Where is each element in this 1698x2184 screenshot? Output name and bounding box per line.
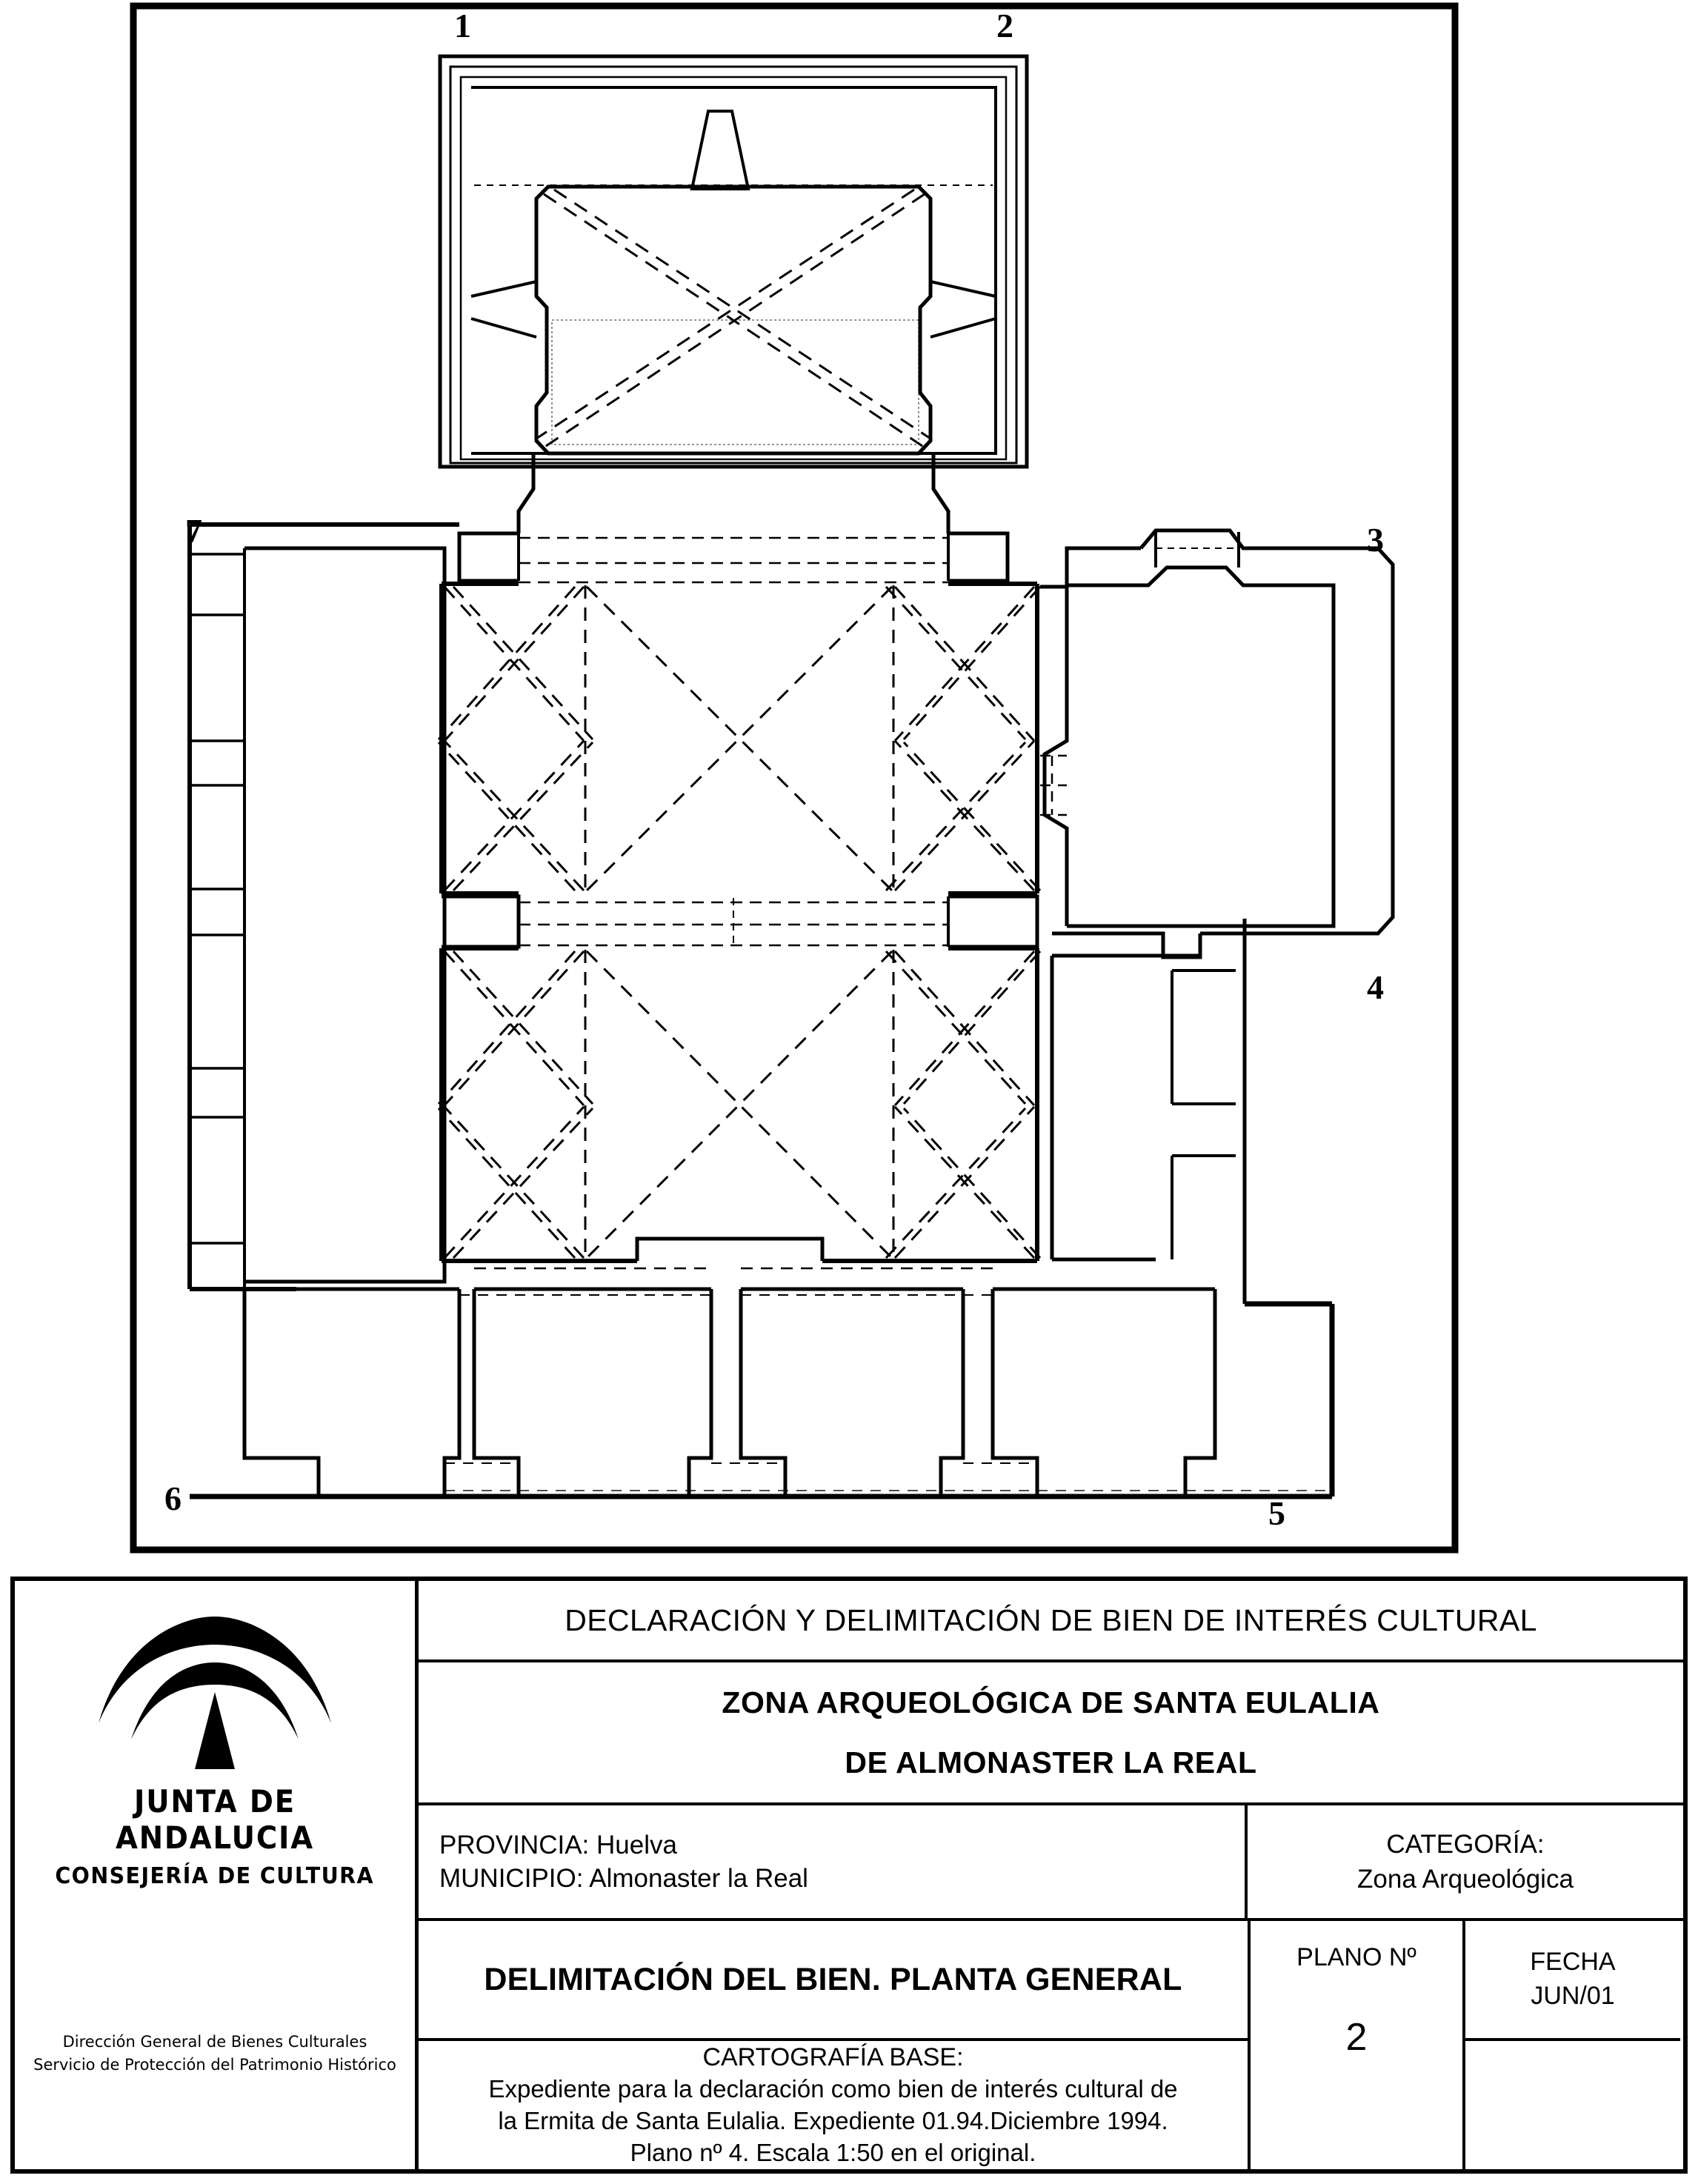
title-block-fields: DECLARACIÓN Y DELIMITACIÓN DE BIEN DE IN…: [419, 1581, 1683, 2169]
drawing-title-cell: DELIMITACIÓN DEL BIEN. PLANTA GENERAL: [419, 1921, 1248, 2042]
department-name: CONSEJERÍA DE CULTURA: [55, 1863, 375, 1889]
vertex-label-1: 1: [454, 7, 471, 44]
fecha-cell: FECHA JUN/01: [1465, 1921, 1680, 2042]
empty-signature-cell: [1465, 2041, 1680, 2169]
vertex-label-7: 7: [185, 512, 202, 550]
drawing-title-text: DELIMITACIÓN DEL BIEN. PLANTA GENERAL: [484, 1961, 1182, 1997]
plano-number: 2: [1345, 2016, 1368, 2060]
plano-label: PLANO Nº: [1296, 1943, 1416, 1972]
location-cell: PROVINCIA: Huelva MUNICIPIO: Almonaster …: [419, 1805, 1248, 1919]
sub-department-line-1: Dirección General de Bienes Culturales: [62, 2033, 367, 2051]
plan-vector-graphic: [130, 2, 1459, 1554]
plano-fecha-columns: PLANO Nº 2 FECHA JUN/01: [1248, 1921, 1683, 2169]
categoria-value: Zona Arqueológica: [1357, 1865, 1574, 1894]
location-row: PROVINCIA: Huelva MUNICIPIO: Almonaster …: [419, 1805, 1683, 1922]
plano-number-cell: PLANO Nº 2: [1248, 1921, 1465, 2169]
vertex-label-4: 4: [1367, 968, 1384, 1006]
sub-department-lines: Dirección General de Bienes Culturales S…: [15, 2031, 415, 2076]
vertex-label-5: 5: [1268, 1494, 1285, 1532]
site-name-line-1: ZONA ARQUEOLÓGICA DE SANTA EULALIA: [722, 1685, 1380, 1719]
cartografia-line-2: la Ermita de Santa Eulalia. Expediente 0…: [498, 2107, 1168, 2135]
site-name-line-2: DE ALMONASTER LA REAL: [845, 1745, 1257, 1780]
fecha-label: FECHA: [1530, 1948, 1616, 1977]
declaration-row: DECLARACIÓN Y DELIMITACIÓN DE BIEN DE IN…: [419, 1581, 1683, 1663]
categoria-cell: CATEGORÍA: Zona Arqueológica: [1248, 1805, 1683, 1918]
junta-de-andalucia-logo-icon: [99, 1617, 331, 1769]
drawing-info-row: DELIMITACIÓN DEL BIEN. PLANTA GENERAL CA…: [419, 1921, 1683, 2169]
vertex-label-2: 2: [996, 7, 1013, 44]
title-block: JUNTA DE ANDALUCIA CONSEJERÍA DE CULTURA…: [10, 1577, 1688, 2174]
cartografia-heading: CARTOGRAFÍA BASE:: [702, 2043, 964, 2072]
vertex-label-3: 3: [1367, 521, 1384, 559]
sub-department-line-2: Servicio de Protección del Patrimonio Hi…: [33, 2055, 396, 2074]
drawing-title-and-source: DELIMITACIÓN DEL BIEN. PLANTA GENERAL CA…: [419, 1921, 1248, 2169]
floor-plan-drawing: 1 2 3 4 5 6 7: [130, 2, 1459, 1554]
provincia-text: PROVINCIA: Huelva: [439, 1830, 677, 1860]
cartografia-cell: CARTOGRAFÍA BASE: Expediente para la dec…: [419, 2041, 1248, 2169]
cartografia-line-3: Plano nº 4. Escala 1:50 en el original.: [630, 2139, 1036, 2167]
categoria-label: CATEGORÍA:: [1386, 1830, 1545, 1860]
agency-logo-cell: JUNTA DE ANDALUCIA CONSEJERÍA DE CULTURA…: [15, 1581, 419, 2169]
agency-name: JUNTA DE ANDALUCIA: [115, 1783, 315, 1856]
sheet-border: [130, 2, 1459, 1554]
vertex-label-6: 6: [164, 1479, 182, 1517]
declaration-text: DECLARACIÓN Y DELIMITACIÓN DE BIEN DE IN…: [565, 1602, 1537, 1637]
site-name-row: ZONA ARQUEOLÓGICA DE SANTA EULALIA DE AL…: [419, 1662, 1683, 1806]
fecha-column: FECHA JUN/01: [1465, 1921, 1680, 2169]
cartografia-line-1: Expediente para la declaración como bien…: [488, 2075, 1178, 2103]
municipio-text: MUNICIPIO: Almonaster la Real: [439, 1864, 808, 1894]
fecha-value: JUN/01: [1531, 1982, 1615, 2011]
